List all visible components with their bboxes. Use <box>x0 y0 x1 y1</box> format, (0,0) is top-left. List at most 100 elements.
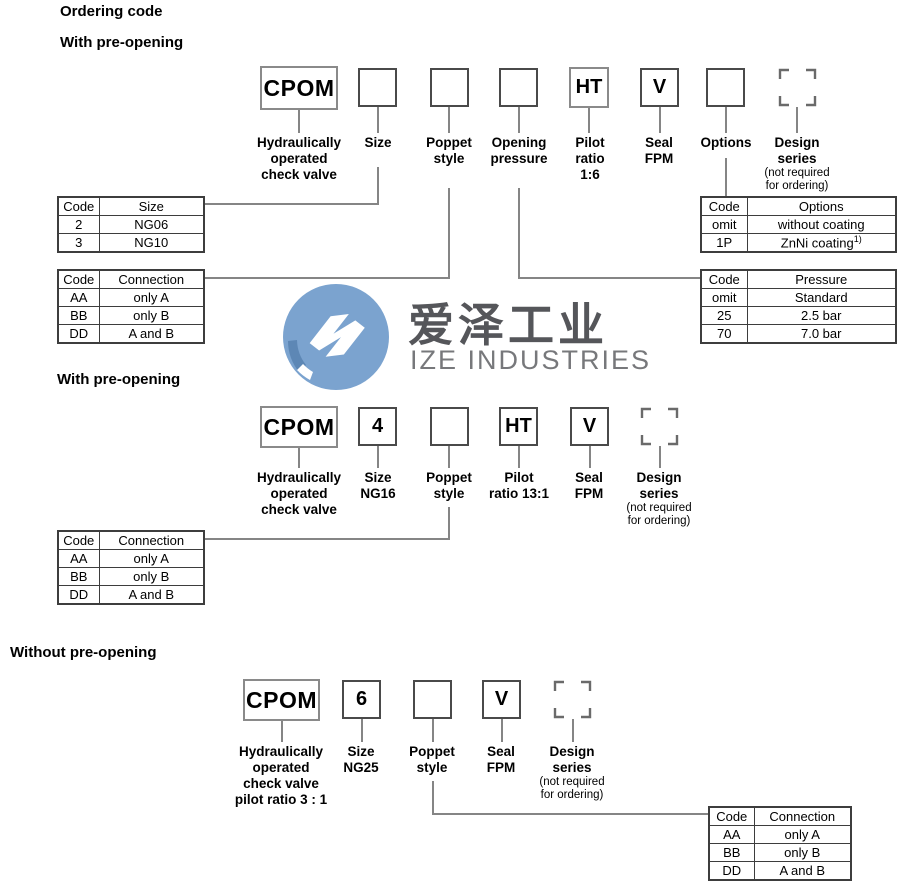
table-header: Code <box>700 269 748 289</box>
connector-line <box>519 277 700 279</box>
s1-pilot-code: HT <box>575 76 603 98</box>
s2-seal-code: V <box>582 415 597 437</box>
table-header: Code <box>700 196 748 216</box>
section2-heading: With pre-opening <box>57 371 181 388</box>
connector-line <box>448 188 450 279</box>
section1-heading: With pre-opening <box>60 34 184 51</box>
connector-line <box>448 446 450 468</box>
footnote-marker: 1) <box>853 234 862 245</box>
s1-label-seal: Seal FPM <box>644 135 674 166</box>
connector-line <box>796 107 798 133</box>
s3-code-box-size: 6 <box>342 680 381 719</box>
connector-line <box>588 108 590 133</box>
s1-code-box-opening <box>499 68 538 107</box>
s1-label-options: Options <box>700 135 752 150</box>
s1-code-box-size <box>358 68 397 107</box>
s1-code-box-poppet <box>430 68 469 107</box>
s2-label-poppet: Poppet style <box>426 470 472 501</box>
s1-code-box-options <box>706 68 745 107</box>
s1-label-pilot: Pilot ratio 1:6 <box>575 135 605 182</box>
s1-code-box-seal: V <box>640 68 679 107</box>
s1-label-design: Design series (not required for ordering… <box>764 135 830 192</box>
connector-line <box>432 781 434 815</box>
ize-logo-icon <box>283 284 389 390</box>
s3-size-code: 6 <box>355 688 368 710</box>
s2-label-pilot: Pilot ratio 13:1 <box>488 470 550 501</box>
table-header: Connection <box>98 530 205 550</box>
connector-line <box>518 446 520 468</box>
connector-line <box>281 721 283 742</box>
s3-label-cpom: Hydraulically operated check valve pilot… <box>234 744 328 807</box>
s1-label-opening: Opening pressure <box>490 135 548 166</box>
connector-line <box>298 448 300 468</box>
s2-code-box-poppet <box>430 407 469 446</box>
s3-design-series-dashed-box <box>553 680 592 719</box>
s3-label-poppet: Poppet style <box>409 744 455 775</box>
connector-line <box>518 107 520 133</box>
table-header: Code <box>57 530 100 550</box>
s2-code-box-size: 4 <box>358 407 397 446</box>
connector-line <box>203 277 450 279</box>
s1-label-cpom: Hydraulically operated check valve <box>256 135 342 182</box>
table-header: Pressure <box>746 269 897 289</box>
logo-en-text: IZE INDUSTRIES <box>410 345 652 375</box>
s2-code-box-pilot: HT <box>499 407 538 446</box>
s2-code-box-seal: V <box>570 407 609 446</box>
s2-code-box-cpom: CPOM <box>260 406 338 448</box>
connector-line <box>361 719 363 742</box>
connector-line <box>432 719 434 742</box>
connector-line <box>448 107 450 133</box>
connector-line <box>589 446 591 468</box>
connector-line <box>572 719 574 742</box>
table-header: Connection <box>753 806 852 826</box>
table-header: Size <box>98 196 205 216</box>
table-header: Code <box>708 806 755 826</box>
s3-label-seal: Seal FPM <box>486 744 516 775</box>
page-title: Ordering code <box>60 3 163 20</box>
connector-line <box>377 107 379 133</box>
connector-line <box>725 107 727 133</box>
section3-heading: Without pre-opening <box>10 644 157 661</box>
connector-line <box>659 107 661 133</box>
connector-line <box>432 813 708 815</box>
table-header: Code <box>57 269 100 289</box>
s2-label-cpom: Hydraulically operated check valve <box>256 470 342 517</box>
s2-size-code: 4 <box>371 415 384 437</box>
s2-pilot-code: HT <box>505 415 532 437</box>
connector-line <box>659 446 661 468</box>
s1-label-size: Size <box>364 135 392 150</box>
s2-cpom-code: CPOM <box>263 413 335 440</box>
connector-line <box>518 188 520 279</box>
connector-line <box>501 719 503 742</box>
s1-code-box-cpom: CPOM <box>260 66 338 110</box>
connector-line <box>377 446 379 468</box>
table-header: Code <box>57 196 100 216</box>
s1-cpom-code: CPOM <box>263 74 335 101</box>
connector-line <box>725 158 727 197</box>
s2-design-series-dashed-box <box>640 407 679 446</box>
connector-line <box>298 110 300 133</box>
s3-label-size: Size NG25 <box>343 744 379 775</box>
connector-line <box>448 507 450 540</box>
s1-label-poppet: Poppet style <box>426 135 472 166</box>
s3-code-box-poppet <box>413 680 452 719</box>
s1-design-series-dashed-box <box>778 68 817 107</box>
connector-line <box>377 167 379 205</box>
